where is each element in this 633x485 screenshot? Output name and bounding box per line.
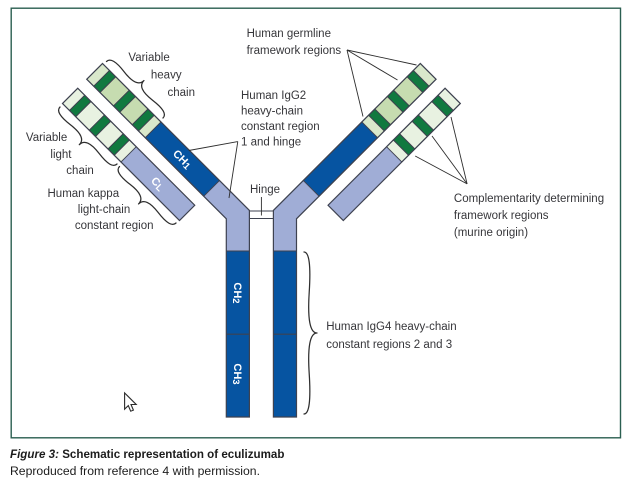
svg-text:chain: chain xyxy=(66,165,94,177)
svg-text:constant regions 2 and 3: constant regions 2 and 3 xyxy=(326,339,452,351)
svg-text:framework regions: framework regions xyxy=(454,210,549,222)
svg-text:Human kappa: Human kappa xyxy=(48,188,120,200)
svg-text:chain: chain xyxy=(168,87,196,99)
svg-text:Variable: Variable xyxy=(26,132,67,144)
svg-text:Human IgG2: Human IgG2 xyxy=(241,90,306,102)
svg-text:Human IgG4 heavy-chain: Human IgG4 heavy-chain xyxy=(326,321,456,333)
svg-text:Human germline: Human germline xyxy=(247,28,331,40)
svg-text:1 and hinge: 1 and hinge xyxy=(241,137,301,149)
svg-text:heavy: heavy xyxy=(151,70,182,82)
svg-text:constant region: constant region xyxy=(75,220,154,232)
svg-text:framework regions: framework regions xyxy=(247,45,342,57)
svg-text:CH2: CH2 xyxy=(230,282,243,303)
svg-text:CH3: CH3 xyxy=(230,363,243,384)
svg-text:Figure 3: Schematic representa: Figure 3: Schematic representation of ec… xyxy=(10,448,284,461)
svg-text:Hinge: Hinge xyxy=(250,184,280,196)
svg-text:Reproduced from reference 4 wi: Reproduced from reference 4 with permiss… xyxy=(10,464,260,478)
svg-text:Variable: Variable xyxy=(128,52,169,64)
svg-text:light: light xyxy=(50,149,72,161)
svg-text:heavy-chain: heavy-chain xyxy=(241,106,303,118)
svg-text:(murine origin): (murine origin) xyxy=(454,227,528,239)
svg-text:constant region: constant region xyxy=(241,121,320,133)
svg-text:Complementarity determining: Complementarity determining xyxy=(454,193,604,205)
svg-text:light-chain: light-chain xyxy=(78,204,130,216)
